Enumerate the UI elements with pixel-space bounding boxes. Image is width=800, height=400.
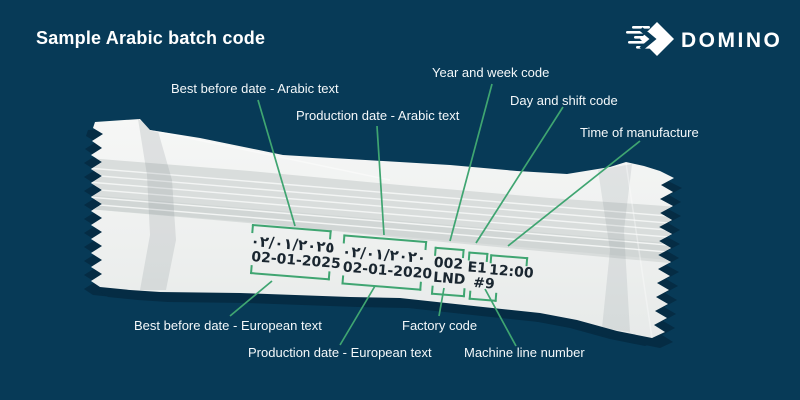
right-crimp-fold — [598, 164, 632, 332]
label-year-week: Year and week code — [432, 65, 550, 80]
code-day-shift: E1 — [467, 251, 489, 277]
label-production-european: Production date - European text — [248, 345, 432, 360]
bracket-icon — [430, 285, 466, 298]
leader-production-arabic — [376, 125, 385, 236]
label-factory-code: Factory code — [402, 318, 478, 333]
code-machine-line: #9 — [468, 274, 499, 303]
left-crimp-fold — [138, 119, 176, 290]
code-factory: LND — [430, 270, 467, 298]
logo-wordmark: DOMINO — [681, 29, 782, 52]
label-day-shift: Day and shift code — [510, 93, 618, 108]
label-time-of-manufacture: Time of manufacture — [580, 125, 699, 140]
logo-arrow-icon — [639, 27, 657, 51]
leader-best-before-european — [229, 280, 273, 317]
label-best-before-arabic: Best before date - Arabic text — [171, 81, 339, 96]
leader-factory-code — [438, 287, 445, 317]
code-production-european: 02-01-2020 — [341, 259, 433, 292]
logo-diamond-icon — [640, 22, 674, 56]
leader-production-european — [339, 285, 376, 346]
bracket-icon — [468, 291, 498, 303]
code-value: #9 — [472, 274, 496, 293]
label-best-before-european: Best before date - European text — [134, 318, 322, 333]
crease-line — [149, 129, 391, 181]
bracket-icon — [467, 251, 489, 263]
label-production-arabic: Production date - Arabic text — [296, 108, 460, 123]
leader-day-shift — [475, 106, 564, 244]
label-machine-line: Machine line number — [464, 345, 585, 360]
leader-best-before-arabic — [257, 99, 296, 227]
crease-line — [625, 162, 653, 338]
crinkle-lines — [91, 167, 674, 254]
leader-time-of-manufacture — [507, 140, 641, 247]
page-title: Sample Arabic batch code — [36, 28, 266, 48]
code-best-before-european: 02-01-2025 — [249, 249, 341, 281]
leader-year-week — [449, 83, 493, 242]
domino-logo: DOMINO — [626, 22, 782, 56]
leader-machine-line — [484, 288, 517, 347]
